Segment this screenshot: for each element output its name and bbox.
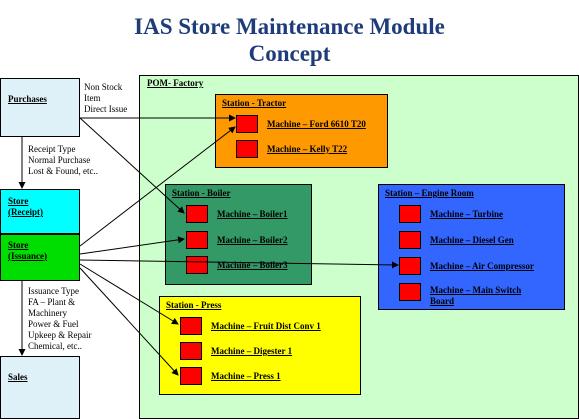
store-receipt-line: (Receipt) xyxy=(8,207,43,217)
factory-label: POM- Factory xyxy=(147,78,204,88)
machine-main-switch-line: Board xyxy=(430,296,455,306)
station-tractor-label: Station - Tractor xyxy=(222,98,287,108)
machine-main-switch-marker xyxy=(399,283,421,301)
machine-boiler2-label: Machine – Boiler2 xyxy=(217,235,288,245)
machine-air-compressor-marker xyxy=(399,257,421,275)
diagram-title-line1: IAS Store Maintenance Module xyxy=(134,14,445,39)
machine-fruit-dist-marker xyxy=(180,317,202,335)
receipt-note: Receipt Type Normal Purchase Lost & Foun… xyxy=(28,144,98,177)
store-issuance-label: Store (Issuance) xyxy=(8,240,47,262)
issuance-note: Issuance Type FA – Plant & Machinery Pow… xyxy=(28,286,91,352)
machine-main-switch-line: Machine – Main Switch xyxy=(430,285,522,295)
purchases-label: Purchases xyxy=(8,94,47,104)
store-issuance-line: (Issuance) xyxy=(8,251,48,261)
station-engine-room: Station – Engine Room Machine – Turbine … xyxy=(378,184,565,310)
arrow-issuance-to-fruit-dist xyxy=(79,263,179,325)
store-receipt-label: Store (Receipt) xyxy=(8,196,43,218)
machine-boiler1-marker xyxy=(186,205,208,223)
arrow-issuance-to-boiler2 xyxy=(79,236,185,255)
issuance-note-line: FA – Plant & xyxy=(28,297,76,307)
machine-diesel-gen-marker xyxy=(399,231,421,249)
machine-digester-label: Machine – Digester 1 xyxy=(211,346,293,356)
machine-diesel-gen-label: Machine – Diesel Gen xyxy=(430,235,514,245)
station-engine-label: Station – Engine Room xyxy=(385,188,474,198)
purchases-note: Non Stock Item Direct Issue xyxy=(84,82,127,115)
store-receipt-box: Store (Receipt) xyxy=(0,189,80,234)
machine-boiler2-marker xyxy=(186,231,208,249)
purchases-box: Purchases xyxy=(0,78,80,137)
machine-ford-marker xyxy=(236,115,258,133)
store-issuance-box: Store (Issuance) xyxy=(0,234,80,281)
diagram-title-line2: Concept xyxy=(248,41,331,66)
machine-kelly-label: Machine – Kelly T22 xyxy=(267,144,348,154)
machine-boiler1-label: Machine – Boiler1 xyxy=(217,209,288,219)
machine-main-switch-label: Machine – Main Switch Board xyxy=(430,285,521,307)
store-receipt-line: Store xyxy=(8,196,29,206)
station-press: Station - Press Machine – Fruit Dist Con… xyxy=(159,296,361,395)
machine-press1-marker xyxy=(180,367,202,385)
station-boiler: Station - Boiler Machine – Boiler1 Machi… xyxy=(165,184,312,285)
machine-turbine-label: Machine – Turbine xyxy=(430,209,504,219)
machine-air-compressor-label: Machine – Air Compressor xyxy=(430,261,534,271)
sales-label: Sales xyxy=(8,372,28,382)
machine-boiler3-label: Machine – Boiler3 xyxy=(217,260,288,270)
receipt-note-line: Lost & Found, etc.. xyxy=(28,166,98,176)
issuance-note-line: Chemical, etc.. xyxy=(28,341,82,351)
issuance-note-line: Power & Fuel xyxy=(28,319,79,329)
machine-digester-marker xyxy=(180,342,202,360)
purchases-note-line: Item xyxy=(84,93,101,103)
machine-fruit-dist-label: Machine – Fruit Dist Conv 1 xyxy=(211,321,321,331)
machine-turbine-marker xyxy=(399,205,421,223)
receipt-note-line: Normal Purchase xyxy=(28,155,91,165)
issuance-note-line: Issuance Type xyxy=(28,286,79,296)
machine-boiler3-marker xyxy=(186,256,208,274)
store-issuance-line: Store xyxy=(8,240,29,250)
sales-box: Sales xyxy=(0,356,80,419)
arrow-issuance-to-press1 xyxy=(79,267,179,376)
purchases-note-line: Non Stock xyxy=(84,82,123,92)
station-boiler-label: Station - Boiler xyxy=(172,188,231,198)
machine-press1-label: Machine – Press 1 xyxy=(211,371,281,381)
issuance-note-line: Upkeep & Repair xyxy=(28,330,92,340)
arrow-purchases-to-boiler1 xyxy=(79,117,185,214)
machine-kelly-marker xyxy=(236,140,258,158)
purchases-note-line: Direct Issue xyxy=(84,104,128,114)
receipt-note-line: Receipt Type xyxy=(28,144,76,154)
issuance-note-line: Machinery xyxy=(28,308,67,318)
station-press-label: Station - Press xyxy=(166,300,222,310)
station-tractor: Station - Tractor Machine – Ford 6610 T2… xyxy=(215,94,388,168)
arrow-issuance-to-air-compressor xyxy=(79,259,399,269)
arrow-issuance-to-ford xyxy=(79,126,236,247)
machine-ford-label: Machine – Ford 6610 T20 xyxy=(267,119,366,129)
